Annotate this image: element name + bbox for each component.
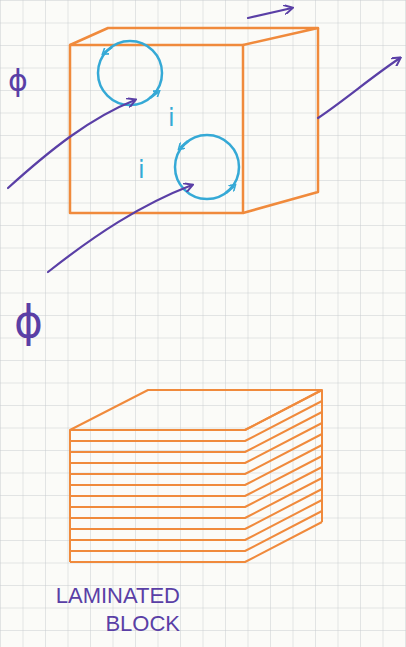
flux-symbol: ϕ [14,300,43,344]
current-label: i [168,106,175,130]
solid-block [70,28,318,213]
laminated-block [70,390,322,562]
flux-arrow [8,8,400,272]
current-label: i [138,158,145,182]
eddy-current-loop [98,41,239,199]
block-caption: LAMINATED BLOCK [40,582,180,637]
flux-symbol: ϕ [8,66,28,96]
